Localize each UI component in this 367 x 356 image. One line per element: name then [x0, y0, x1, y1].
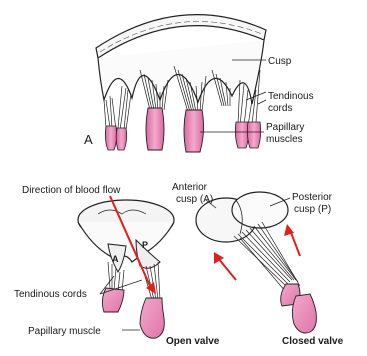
- closed-valve-arrow-left: [218, 258, 236, 280]
- open-valve-diagram: Direction of blood flow A P Tendinous co…: [14, 185, 220, 347]
- closed-valve-posterior-cusp: [232, 192, 288, 228]
- label-anterior-cusp-2: cusp (A): [176, 194, 213, 205]
- closed-valve-diagram: Anterior cusp (A) Posterior cusp (P) Clo…: [172, 182, 344, 347]
- closed-valve-arrow-right: [290, 230, 300, 256]
- label-cusp-p-letter: P: [142, 240, 148, 250]
- label-tendinous-cords-1: Tendinous: [268, 91, 314, 102]
- label-cusp: Cusp: [268, 56, 292, 67]
- label-closed-valve: Closed valve: [282, 336, 344, 347]
- label-papillary-2: muscles: [266, 134, 303, 145]
- label-tendinous-cords-bottom: Tendinous cords: [14, 289, 87, 300]
- open-valve-papillary-right: [140, 298, 164, 338]
- label-anterior-cusp-1: Anterior: [172, 182, 208, 193]
- label-open-valve: Open valve: [166, 336, 220, 347]
- label-papillary-1: Papillary: [266, 122, 304, 133]
- label-posterior-cusp-1: Posterior: [292, 192, 333, 203]
- panel-letter-a: A: [84, 132, 93, 147]
- top-valve-diagram: A Cusp Tendinous cords Papillary muscles: [84, 15, 314, 152]
- label-papillary-muscle: Papillary muscle: [28, 326, 101, 337]
- cords-leader-1: [246, 92, 266, 100]
- cords-leader-2: [258, 100, 266, 104]
- label-cusp-a-letter: A: [112, 254, 119, 264]
- open-valve-papillary-left: [102, 288, 124, 312]
- label-posterior-cusp-2: cusp (P): [294, 204, 331, 215]
- closed-valve-papillary-right: [292, 294, 316, 333]
- label-tendinous-cords-2: cords: [268, 103, 292, 114]
- open-valve-funnel: [78, 222, 174, 262]
- top-papillary-muscles: [105, 108, 260, 152]
- label-direction-of-blood-flow: Direction of blood flow: [22, 185, 121, 196]
